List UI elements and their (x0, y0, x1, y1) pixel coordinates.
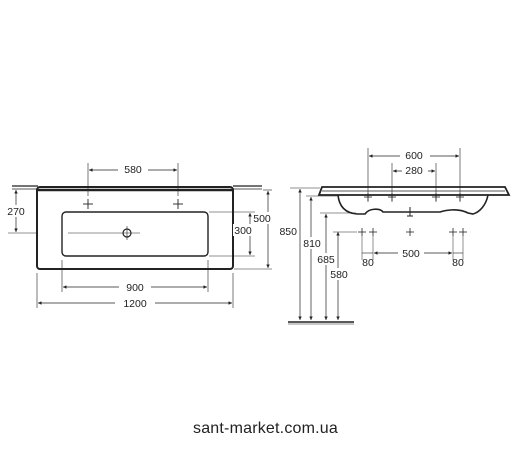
waste-outlet-icon (406, 228, 414, 236)
dim-label-500-side: 500 (402, 248, 420, 260)
dim-label-270: 270 (7, 206, 25, 218)
dim-label-685: 685 (317, 254, 335, 266)
dim-label-900: 900 (126, 282, 144, 294)
side-countertop (317, 186, 511, 196)
dim-label-600: 600 (405, 150, 423, 162)
front-view-labels: 580 900 1200 270 300 500 (3, 162, 277, 310)
dim-label-80-right: 80 (452, 257, 464, 269)
dim-label-580: 580 (124, 164, 142, 176)
dim-label-80-left: 80 (362, 257, 374, 269)
supply-left-cold-icon (369, 228, 377, 236)
dim-label-810: 810 (303, 238, 321, 250)
supply-left-hot-icon (358, 228, 366, 236)
dim-label-500: 500 (253, 213, 271, 225)
side-view-labels: 600 280 850 810 685 580 80 500 80 (279, 149, 464, 281)
dim-label-1200: 1200 (123, 298, 147, 310)
dim-label-280: 280 (405, 165, 423, 177)
dim-label-850: 850 (279, 226, 297, 238)
tap-hole-left-icon (83, 199, 93, 209)
side-bowl-profile (337, 194, 489, 215)
inner-bowl (61, 211, 209, 257)
dim-label-580-side: 580 (330, 269, 348, 281)
supply-right-cold-icon (459, 228, 467, 236)
site-watermark: sant-market.com.ua (193, 420, 338, 437)
dim-label-300: 300 (234, 225, 252, 237)
supply-right-hot-icon (449, 228, 457, 236)
tap-hole-right-icon (173, 199, 183, 209)
side-view (288, 148, 511, 325)
